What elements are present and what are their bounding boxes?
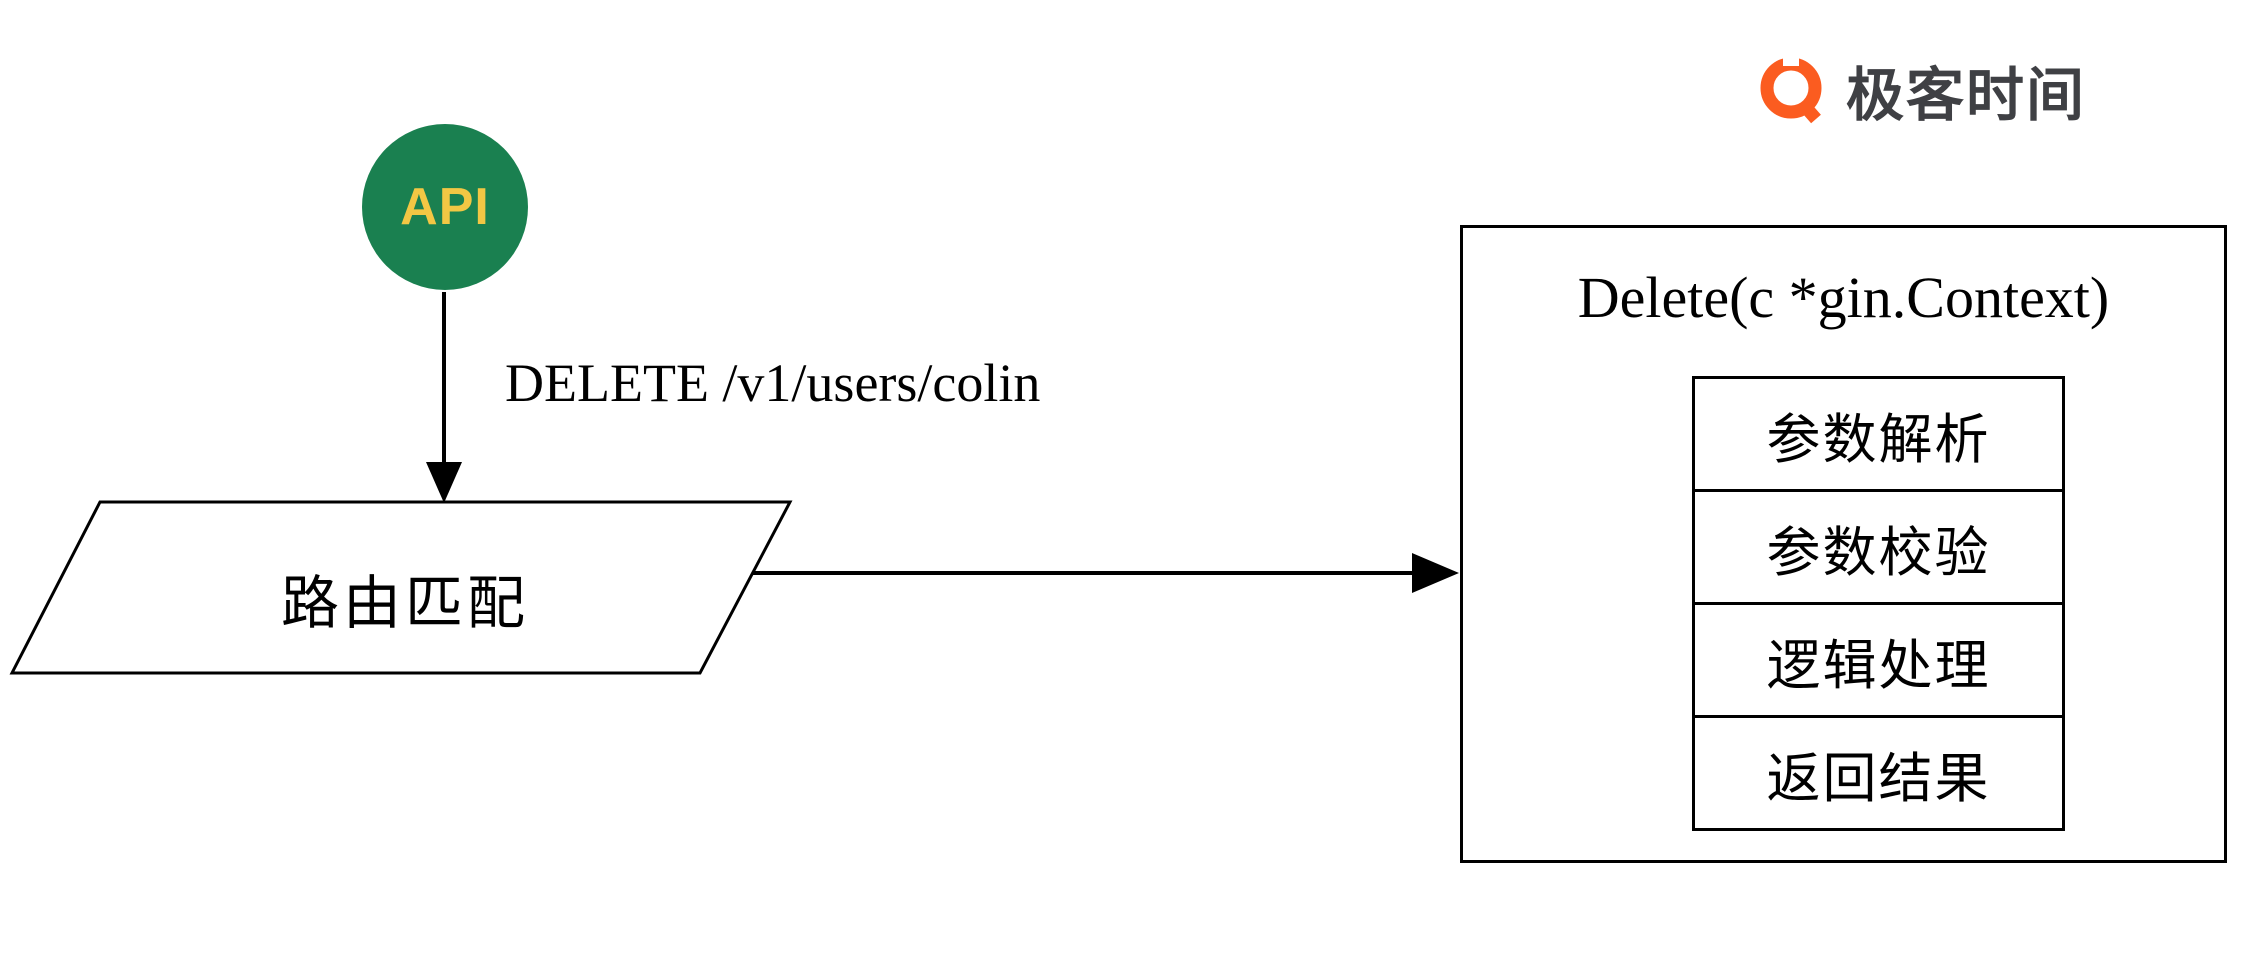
step-item: 参数解析 — [1692, 376, 2065, 492]
route-parallelogram-shape — [9, 500, 793, 675]
handler-title: Delete(c *gin.Context) — [1577, 265, 2110, 330]
route-node-label: 路由匹配 — [280, 571, 529, 636]
dispatch-arrow-head-icon — [1412, 553, 1459, 593]
step-item: 返回结果 — [1692, 715, 2065, 831]
step-item: 逻辑处理 — [1692, 602, 2065, 718]
geektime-logo-text: 极客时间 — [1846, 63, 2087, 128]
api-node: API — [362, 124, 528, 290]
request-label: DELETE /v1/users/colin — [505, 353, 1041, 413]
handler-steps: 参数解析 参数校验 逻辑处理 返回结果 — [1692, 376, 2065, 831]
step-item: 参数校验 — [1692, 489, 2065, 605]
handler-box: Delete(c *gin.Context) 参数解析 参数校验 逻辑处理 返回… — [1460, 225, 2227, 863]
geektime-logo-icon — [1760, 51, 1822, 124]
request-arrow-head-icon — [426, 462, 462, 503]
geektime-logo: 极客时间 — [1752, 48, 2086, 132]
api-node-label: API — [400, 178, 490, 236]
